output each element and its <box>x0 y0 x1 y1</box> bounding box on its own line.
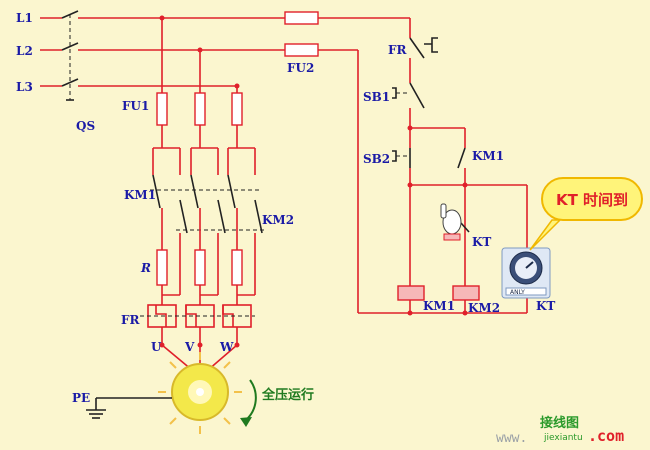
label-sb1: SB1 <box>363 90 390 104</box>
hand-icon <box>440 203 462 241</box>
qs-switch <box>61 10 79 101</box>
power-lines <box>40 17 410 313</box>
label-l1: L1 <box>16 11 33 25</box>
label-v: V <box>184 340 195 354</box>
watermark-pinyin: jiexiantu <box>543 433 583 443</box>
split-paths <box>152 147 256 175</box>
lower-paths <box>161 208 256 305</box>
label-l3: L3 <box>16 80 33 94</box>
fr-thermal-relay <box>140 304 255 328</box>
label-fr-main: FR <box>121 313 141 327</box>
label-sb2: SB2 <box>363 152 390 166</box>
label-km1-main: KM1 <box>124 188 156 202</box>
motor-glow-rays <box>158 352 242 434</box>
label-qs: QS <box>76 119 95 133</box>
watermark-com: .com <box>588 427 624 445</box>
label-l2: L2 <box>16 44 33 58</box>
watermark: www. 接线图 jiexiantu .com <box>496 415 624 446</box>
motor <box>158 352 242 434</box>
fu2-fuse <box>284 11 319 57</box>
label-km1-coil: KM1 <box>423 299 455 313</box>
label-km1-aux: KM1 <box>472 149 504 163</box>
label-km2-main: KM2 <box>262 213 294 227</box>
label-kt-coil: KT <box>536 299 555 313</box>
label-u: U <box>151 340 162 354</box>
motor-status: 全压运行 <box>261 387 314 403</box>
pe-ground <box>86 397 172 419</box>
label-pe: PE <box>72 391 90 405</box>
rotation-arrow <box>245 379 257 421</box>
label-r: R <box>140 261 151 275</box>
watermark-site: www. <box>496 431 527 446</box>
km-main-contacts <box>150 174 266 234</box>
coils <box>397 285 480 301</box>
callout-text: KT 时间到 <box>556 191 628 209</box>
timer-brand: ANLY <box>510 289 525 296</box>
label-w: W <box>219 340 234 354</box>
label-fr-ctrl: FR <box>388 43 408 57</box>
main-branches <box>159 15 240 93</box>
watermark-logo: 接线图 <box>540 415 579 431</box>
pushbuttons <box>392 37 438 162</box>
control-column <box>358 18 528 316</box>
label-km2-coil: KM2 <box>468 301 500 315</box>
timer-device: ANLY <box>501 247 551 299</box>
label-fu1: FU1 <box>122 99 149 113</box>
start-resistors <box>156 249 243 286</box>
fu1-fuses <box>156 92 243 148</box>
label-fu2: FU2 <box>287 61 314 75</box>
kt-callout: KT 时间到 <box>529 177 643 251</box>
label-kt-contact: KT <box>472 235 491 249</box>
